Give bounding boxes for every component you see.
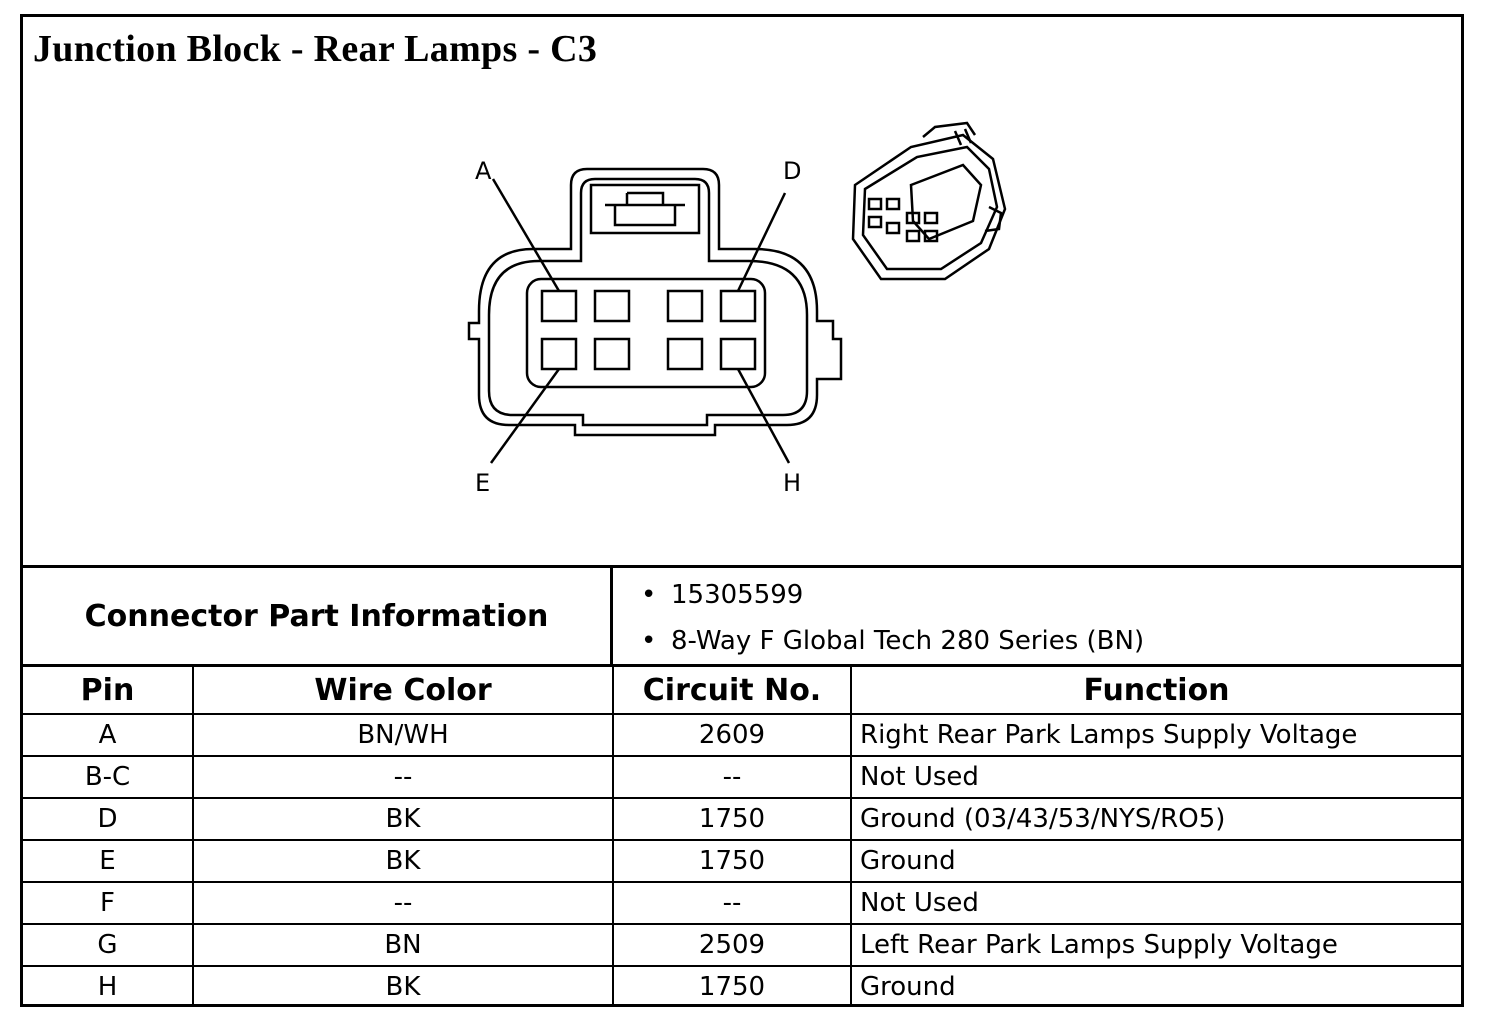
table-row: A BN/WH 2609 Right Rear Park Lamps Suppl… xyxy=(23,713,1461,757)
cell-circuit: -- xyxy=(612,755,852,799)
cavity-frame xyxy=(525,277,767,389)
cell-wire-color: BN xyxy=(192,923,614,967)
cell-function: Ground xyxy=(850,839,1461,883)
cell-function: Left Rear Park Lamps Supply Voltage xyxy=(850,923,1461,967)
cell-wire-color: BK xyxy=(192,839,614,883)
header-wire-color: Wire Color xyxy=(192,667,614,715)
pinout-table: Pin Wire Color Circuit No. Function A BN… xyxy=(23,667,1461,1007)
connector-isometric-illustration xyxy=(851,121,1007,281)
bullet-icon: • xyxy=(641,580,657,610)
part-number-item: • 15305599 xyxy=(641,580,804,610)
table-row: H BK 1750 Ground xyxy=(23,965,1461,1007)
cell-wire-color: BN/WH xyxy=(192,713,614,757)
cavity-D xyxy=(719,289,757,323)
connector-description-item: • 8-Way F Global Tech 280 Series (BN) xyxy=(641,626,1145,656)
cell-wire-color: BK xyxy=(192,965,614,1007)
cavity-G xyxy=(666,337,704,371)
cavity-F xyxy=(593,337,631,371)
part-number-text: 15305599 xyxy=(671,580,804,610)
header-function: Function xyxy=(850,667,1461,715)
bullet-icon: • xyxy=(641,626,657,656)
connector-info-details: • 15305599 • 8-Way F Global Tech 280 Ser… xyxy=(613,568,1461,664)
connector-inner-outline xyxy=(487,177,809,427)
connector-description-text: 8-Way F Global Tech 280 Series (BN) xyxy=(671,626,1145,656)
cell-pin: B-C xyxy=(23,755,194,799)
cell-pin: H xyxy=(23,965,194,1007)
cell-circuit: 1750 xyxy=(612,965,852,1007)
cell-circuit: 2509 xyxy=(612,923,852,967)
pin-label-A: A xyxy=(475,157,492,185)
leader-line-A xyxy=(491,178,561,292)
pin-label-E: E xyxy=(475,469,490,497)
cavity-A xyxy=(540,289,578,323)
cell-pin: F xyxy=(23,881,194,925)
cavity-E xyxy=(540,337,578,371)
connector-sheet: Junction Block - Rear Lamps - C3 xyxy=(20,14,1464,1007)
connector-diagram-area: Junction Block - Rear Lamps - C3 xyxy=(23,17,1461,565)
page-title: Junction Block - Rear Lamps - C3 xyxy=(33,28,598,70)
header-circuit-no: Circuit No. xyxy=(612,667,852,715)
cell-function: Ground xyxy=(850,965,1461,1007)
cell-pin: A xyxy=(23,713,194,757)
cavity-C xyxy=(666,289,704,323)
header-pin: Pin xyxy=(23,667,194,715)
cell-wire-color: BK xyxy=(192,797,614,841)
cell-circuit: 2609 xyxy=(612,713,852,757)
cavity-B xyxy=(593,289,631,323)
connector-part-information: Connector Part Information • 15305599 • … xyxy=(23,565,1461,667)
cell-function: Ground (03/43/53/NYS/RO5) xyxy=(850,797,1461,841)
pin-label-D: D xyxy=(783,157,801,185)
cell-circuit: 1750 xyxy=(612,839,852,883)
cavity-H xyxy=(719,337,757,371)
leader-line-H xyxy=(736,368,791,464)
table-row: F -- -- Not Used xyxy=(23,881,1461,925)
cell-function: Not Used xyxy=(850,881,1461,925)
cell-wire-color: -- xyxy=(192,755,614,799)
table-row: B-C -- -- Not Used xyxy=(23,755,1461,799)
cell-pin: G xyxy=(23,923,194,967)
cell-function: Right Rear Park Lamps Supply Voltage xyxy=(850,713,1461,757)
table-row: G BN 2509 Left Rear Park Lamps Supply Vo… xyxy=(23,923,1461,967)
leader-line-E xyxy=(489,368,561,464)
cell-pin: D xyxy=(23,797,194,841)
table-row: D BK 1750 Ground (03/43/53/NYS/RO5) xyxy=(23,797,1461,841)
cell-function: Not Used xyxy=(850,755,1461,799)
table-header-row: Pin Wire Color Circuit No. Function xyxy=(23,667,1461,715)
connector-latch xyxy=(589,183,701,235)
table-row: E BK 1750 Ground xyxy=(23,839,1461,883)
cell-wire-color: -- xyxy=(192,881,614,925)
pin-label-H: H xyxy=(783,469,801,497)
connector-face-diagram: A D E H xyxy=(467,121,1007,497)
cell-pin: E xyxy=(23,839,194,883)
cell-circuit: -- xyxy=(612,881,852,925)
connector-housing-outline xyxy=(467,167,843,437)
connector-info-heading: Connector Part Information xyxy=(23,568,613,664)
leader-line-D xyxy=(736,192,787,292)
cell-circuit: 1750 xyxy=(612,797,852,841)
